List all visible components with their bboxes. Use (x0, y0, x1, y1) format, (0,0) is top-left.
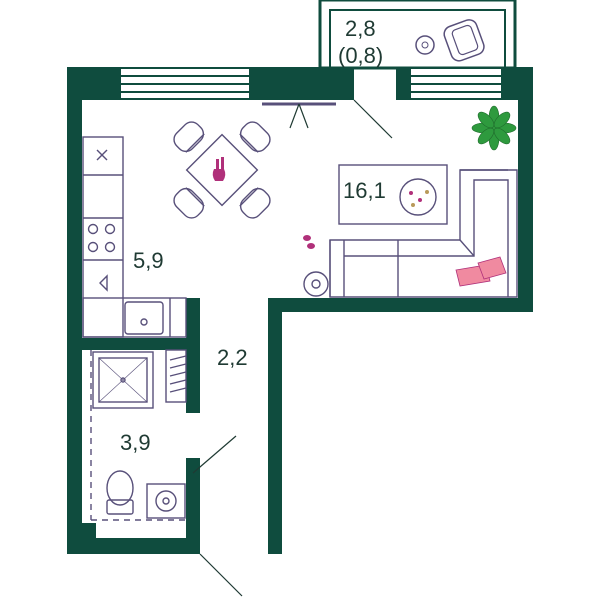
slippers-icon (303, 235, 315, 249)
kitchen-counter-bottom (82, 297, 187, 338)
chair-icon (239, 121, 271, 153)
sofa (329, 169, 518, 298)
washbasin-icon (146, 483, 186, 519)
kitchen (82, 136, 187, 338)
kitchen-counter (82, 136, 124, 338)
balcony-sub-area-label: (0,8) (338, 43, 384, 68)
bathroom-area-label: 3,9 (120, 430, 151, 455)
living-area-label: 16,1 (343, 178, 386, 203)
chair-icon (173, 187, 205, 219)
bathroom (90, 350, 186, 521)
shower-icon (92, 351, 154, 409)
pillow-icon (455, 256, 507, 287)
chair-icon (239, 187, 271, 219)
shoe-rack (165, 349, 187, 403)
armchair-icon (443, 19, 485, 62)
entrance-door (199, 553, 243, 597)
round-table-icon (415, 35, 435, 55)
plant-icon (471, 105, 517, 151)
dining-table (185, 133, 259, 207)
sink-icon (124, 301, 164, 335)
dining-set (173, 121, 271, 219)
walls (67, 67, 533, 554)
knife-icon (99, 274, 108, 292)
vase-icon (212, 157, 226, 181)
balcony-area-label: 2,8 (345, 16, 376, 41)
living-room (303, 105, 518, 298)
close-icon (96, 149, 108, 161)
kitchen-area-label: 5,9 (133, 248, 164, 273)
rug (338, 164, 448, 225)
ceiling-lamp-icon (262, 102, 336, 129)
balcony-door (353, 99, 393, 139)
chair-icon (173, 121, 205, 153)
stove-icon (87, 223, 116, 253)
coffee-table (399, 178, 437, 216)
doors (192, 99, 393, 597)
toilet-icon (106, 470, 134, 515)
windows (119, 69, 503, 98)
window-top-left (119, 69, 251, 98)
hallway-area-label: 2,2 (217, 345, 248, 370)
bathroom-door (192, 435, 237, 474)
hallway (165, 349, 187, 403)
window-top-right (409, 69, 503, 98)
robot-vacuum-icon (303, 271, 329, 297)
